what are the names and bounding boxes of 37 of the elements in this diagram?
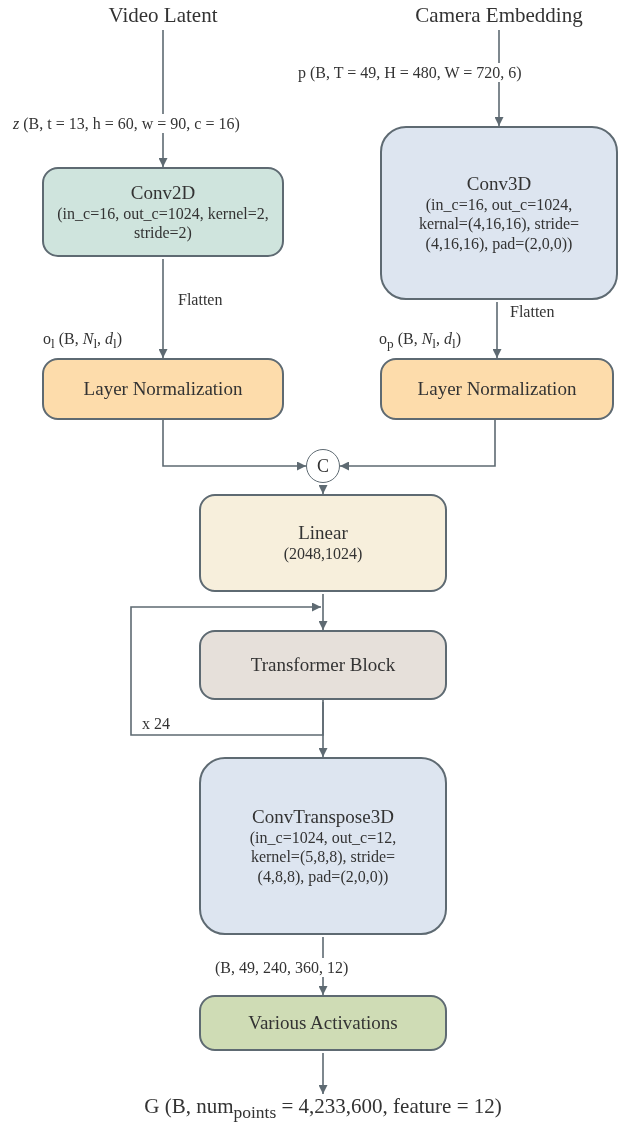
block-parameters: (2048,1024)	[282, 544, 364, 564]
block-title: Layer Normalization	[83, 378, 243, 400]
concat-circle	[306, 449, 340, 483]
block-title: Various Activations	[248, 1012, 398, 1034]
arrow	[130, 602, 324, 736]
edge-label: p (B, T = 49, H = 480, W = 720, 6)	[297, 63, 523, 83]
deconv-block	[199, 757, 447, 935]
conv-block	[42, 167, 284, 257]
shape-label: o$_{p}$ (B, N$_{l}$, d$_{l}$)	[378, 329, 463, 353]
arrow	[339, 419, 496, 471]
activation-block	[199, 995, 447, 1051]
input-label: Camera Embedding	[415, 2, 583, 28]
edge-label: (B, 49, 240, 360, 12)	[214, 958, 350, 978]
block-title: ConvTranspose3D	[252, 806, 394, 829]
arrow	[318, 1052, 328, 1095]
block-title: Conv3D	[466, 173, 532, 196]
conv-block	[380, 126, 618, 300]
input-label: Video Latent	[108, 2, 218, 28]
block-title: C	[317, 455, 329, 477]
block-title: Layer Normalization	[417, 378, 577, 400]
block-title: Linear	[298, 522, 348, 545]
block-title: Transformer Block	[250, 654, 396, 676]
arrow	[158, 258, 168, 359]
arrow	[492, 301, 502, 359]
edge-label: z (B, t = 13, h = 60, w = 90, c = 16)	[12, 114, 241, 134]
output-label: G (B, num$_{points}$ = 4,233,600, feature = 12)	[144, 1093, 502, 1123]
block-parameters: (in_c=1024, out_c=12, kernel=(5,8,8), stride=(4,8,8), pad=(2,0,0))	[248, 828, 398, 886]
block-parameters: (in_c=16, out_c=1024, kernal=(4,16,16), stride=(4,16,16), pad=(2,0,0))	[417, 195, 581, 253]
transformer-block	[199, 630, 447, 700]
block-parameters: (in_c=16, out_c=1024, kernel=2, stride=2)	[56, 203, 270, 243]
arrow	[318, 484, 328, 495]
block-title: Conv2D	[130, 181, 196, 204]
normalization-block	[380, 358, 614, 420]
normalization-block	[42, 358, 284, 420]
linear-block	[199, 494, 447, 592]
arrow	[318, 593, 328, 631]
arrow	[162, 419, 307, 471]
